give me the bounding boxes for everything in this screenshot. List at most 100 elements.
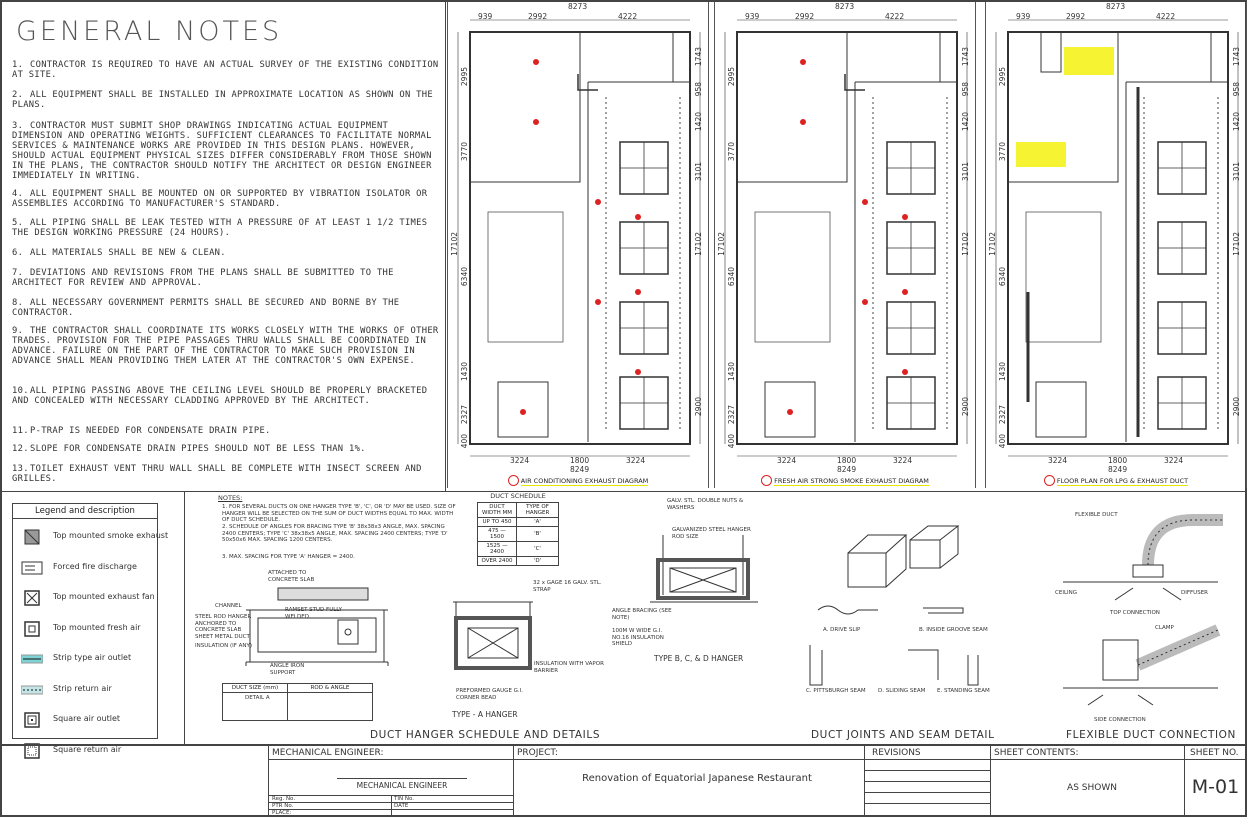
note-text: ALL MATERIALS SHALL BE NEW & CLEAN. bbox=[30, 248, 226, 258]
sheet-label: SHEET NO. bbox=[1190, 748, 1239, 758]
exhaust-point bbox=[902, 289, 908, 295]
dimension-label: 4222 bbox=[1156, 12, 1176, 21]
plan-caption: AIR CONDITIONING EXHAUST DIAGRAM bbox=[448, 475, 708, 486]
tb-divider bbox=[268, 809, 513, 810]
tb-divider bbox=[268, 802, 513, 803]
legend-label: Square air outlet bbox=[53, 714, 121, 723]
note-text: P-TRAP IS NEEDED FOR CONDENSATE DRAIN PI… bbox=[30, 426, 271, 436]
exhaust-point bbox=[862, 199, 868, 205]
detail-drawings bbox=[245, 514, 1223, 706]
dimension-label: 2995 bbox=[460, 67, 469, 87]
exhaust-point bbox=[902, 369, 908, 375]
hanger-note-1: 1. FOR SEVERAL DUCTS ON ONE HANGER TYPE … bbox=[222, 504, 456, 523]
project-label: PROJECT: bbox=[517, 748, 558, 758]
dimension-label: 400 bbox=[727, 434, 736, 449]
dimension-label: 3770 bbox=[727, 142, 736, 162]
concrete-slab-section bbox=[277, 587, 369, 601]
dimension-label: 17102 bbox=[961, 232, 970, 256]
general-note-item: 7.DEVIATIONS AND REVISIONS FROM THE PLAN… bbox=[12, 268, 442, 288]
project-name: Renovation of Equatorial Japanese Restau… bbox=[582, 773, 812, 784]
corner-bead-label: PREFORMED GAUGE G.I. CORNER BEAD bbox=[456, 688, 524, 701]
dimension-label: 2995 bbox=[727, 67, 736, 87]
dimension-label: 1430 bbox=[998, 362, 1007, 382]
rod-size-label: GALVANIZED STEEL HANGER ROD SIZE bbox=[672, 527, 751, 540]
dimension-label: 4222 bbox=[618, 12, 638, 21]
general-note-item: 4.ALL EQUIPMENT SHALL BE MOUNTED ON OR S… bbox=[12, 189, 442, 209]
legend-title: Legend and description bbox=[13, 504, 157, 519]
dimension-label: 3224 bbox=[777, 456, 797, 465]
exhaust-point bbox=[595, 199, 601, 205]
schedule-row: 1525 — 2400'C' bbox=[476, 540, 559, 557]
exhaust-point bbox=[800, 59, 806, 65]
hanger-note-2: 2. SCHEDULE OF ANGLES FOR BRACING TYPE '… bbox=[222, 524, 448, 543]
room-wall bbox=[1007, 31, 1119, 183]
exhaust-point bbox=[533, 59, 539, 65]
contents-label: SHEET CONTENTS: bbox=[994, 748, 1079, 758]
note-number: 2. bbox=[12, 90, 24, 100]
dimension-label: 1800 bbox=[570, 456, 590, 465]
dimension-label: 17102 bbox=[450, 232, 459, 256]
flex-label: SIDE CONNECTION bbox=[1094, 717, 1146, 723]
general-note-item: 2.ALL EQUIPMENT SHALL BE INSTALLED IN AP… bbox=[12, 90, 442, 110]
legend-label: Forced fire discharge bbox=[53, 561, 137, 571]
dimension-label: 3101 bbox=[961, 162, 970, 182]
revisions-label: REVISIONS bbox=[872, 748, 921, 758]
dimension-label: 1420 bbox=[1232, 112, 1241, 132]
legend-item: Square air outlet bbox=[13, 705, 189, 735]
dimension-label: 2900 bbox=[961, 397, 970, 417]
dimension-label: 3224 bbox=[1048, 456, 1068, 465]
exhaust-point bbox=[595, 299, 601, 305]
dimension-label: 400 bbox=[460, 434, 469, 449]
note-number: 12. bbox=[12, 444, 29, 454]
dimension-label: 6340 bbox=[727, 267, 736, 287]
exhaust-point bbox=[800, 119, 806, 125]
tb-divider bbox=[990, 746, 991, 817]
general-note-item: 6.ALL MATERIALS SHALL BE NEW & CLEAN. bbox=[12, 248, 442, 258]
fire-discharge-icon bbox=[21, 559, 43, 577]
dimension-label: 2995 bbox=[998, 67, 1007, 87]
angle-support-label: ANGLE IRON SUPPORT bbox=[270, 663, 305, 676]
note-text: ALL PIPING PASSING ABOVE THE CEILING LEV… bbox=[12, 386, 428, 406]
divider bbox=[445, 0, 446, 492]
ramset-label: RAMSET STUD FULLY WELDED bbox=[285, 607, 342, 620]
dimension-label: 3224 bbox=[1164, 456, 1184, 465]
exhaust-point bbox=[533, 119, 539, 125]
section-marker-icon bbox=[1043, 475, 1055, 486]
dimension-label: 1420 bbox=[694, 112, 703, 132]
dimension-label: 17102 bbox=[1232, 232, 1241, 256]
general-note-item: 8.ALL NECESSARY GOVERNMENT PERMITS SHALL… bbox=[12, 298, 442, 318]
dining-table bbox=[1025, 211, 1102, 343]
place: PLACE: bbox=[272, 810, 292, 816]
channel-label: CHANNEL bbox=[215, 603, 242, 609]
insulation-label: INSULATION (IF ANY) bbox=[195, 643, 253, 649]
schedule-cell: 475 — 1500 bbox=[476, 525, 518, 542]
legend-item: Strip return air bbox=[13, 675, 189, 705]
dimension-label: 958 bbox=[1232, 82, 1241, 97]
tb-divider bbox=[1184, 746, 1185, 817]
tb-divider bbox=[268, 795, 513, 796]
seam-section-title: DUCT JOINTS AND SEAM DETAIL bbox=[811, 729, 995, 741]
dimension-label: 3101 bbox=[1232, 162, 1241, 182]
note-number: 5. bbox=[12, 218, 24, 228]
seam-label: B. INSIDE GROOVE SEAM bbox=[919, 627, 988, 633]
engineer-label: MECHANICAL ENGINEER: bbox=[272, 748, 384, 758]
dimension-label: 3101 bbox=[694, 162, 703, 182]
general-note-item: 13.TOILET EXHAUST VENT THRU WALL SHALL B… bbox=[12, 464, 442, 484]
toilet-room bbox=[497, 381, 549, 438]
dimension-label: 8249 bbox=[1108, 465, 1128, 474]
dimension-label: 3770 bbox=[460, 142, 469, 162]
flex-label: CEILING bbox=[1055, 590, 1077, 596]
floor-plan-drawing bbox=[724, 19, 968, 457]
tb-divider bbox=[864, 803, 990, 804]
dimension-label: 1420 bbox=[961, 112, 970, 132]
schedule-header: TYPE OF HANGER bbox=[516, 501, 559, 518]
exhaust-fan-icon bbox=[21, 589, 43, 607]
concrete-slab-label: ATTACHED TO CONCRETE SLAB bbox=[268, 570, 315, 583]
vapor-label: INSULATION WITH VAPOR BARRIER bbox=[534, 661, 604, 674]
exhaust-point bbox=[520, 409, 526, 415]
legend: Legend and description Top mounted smoke… bbox=[12, 503, 168, 759]
